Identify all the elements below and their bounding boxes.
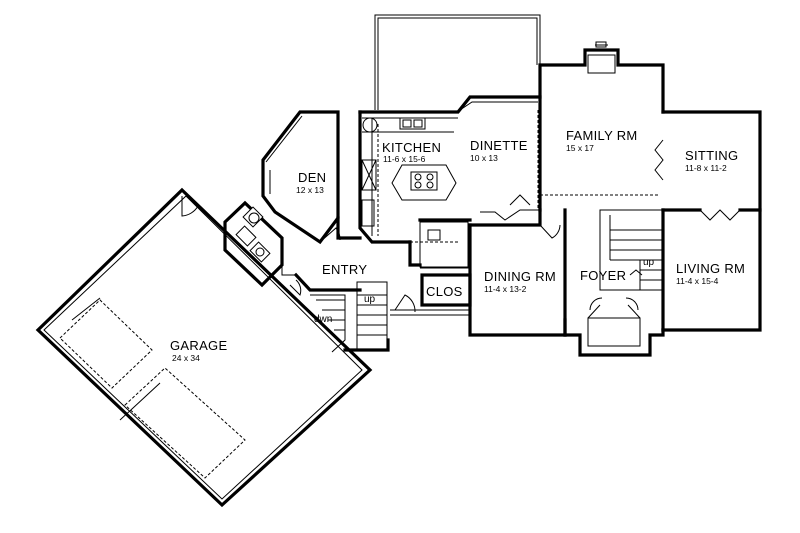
garage: [35, 187, 373, 508]
den-label: DEN: [298, 170, 326, 185]
entry-area: [289, 216, 472, 353]
kitchen-label: KITCHEN: [382, 140, 441, 155]
foyer-label: FOYER: [580, 268, 626, 283]
dinette-label: DINETTE: [470, 138, 528, 153]
dinette-size: 10 x 13: [470, 153, 498, 163]
dining-label: DINING RM: [484, 269, 556, 284]
entry-stairs-up: up: [364, 294, 376, 305]
foyer-stairs-up: up: [643, 257, 655, 268]
sitting-room: [661, 110, 762, 332]
family-label: FAMILY RM: [566, 128, 638, 143]
living-size: 11-4 x 15-4: [676, 276, 719, 286]
family-room: [538, 41, 665, 212]
dining-size: 11-4 x 13-2: [484, 284, 527, 294]
sitting-size: 11-8 x 11-2: [685, 163, 727, 173]
garage-label: GARAGE: [170, 338, 227, 353]
kitchen: [358, 95, 542, 244]
rear-patio: [374, 14, 541, 110]
closet-label: CLOS: [426, 284, 463, 299]
kitchen-size: 11-6 x 15-6: [383, 154, 426, 164]
dinette: [459, 96, 539, 210]
foyer-stairs: [599, 209, 664, 291]
family-size: 15 x 17: [566, 143, 594, 153]
entry-label: ENTRY: [322, 262, 367, 277]
sitting-label: SITTING: [685, 148, 738, 163]
living-label: LIVING RM: [676, 261, 745, 276]
entry-stairs-down: dwn: [314, 314, 332, 325]
den-size: 12 x 13: [296, 185, 324, 195]
garage-size: 24 x 34: [172, 353, 200, 363]
utility-area: [223, 200, 296, 288]
